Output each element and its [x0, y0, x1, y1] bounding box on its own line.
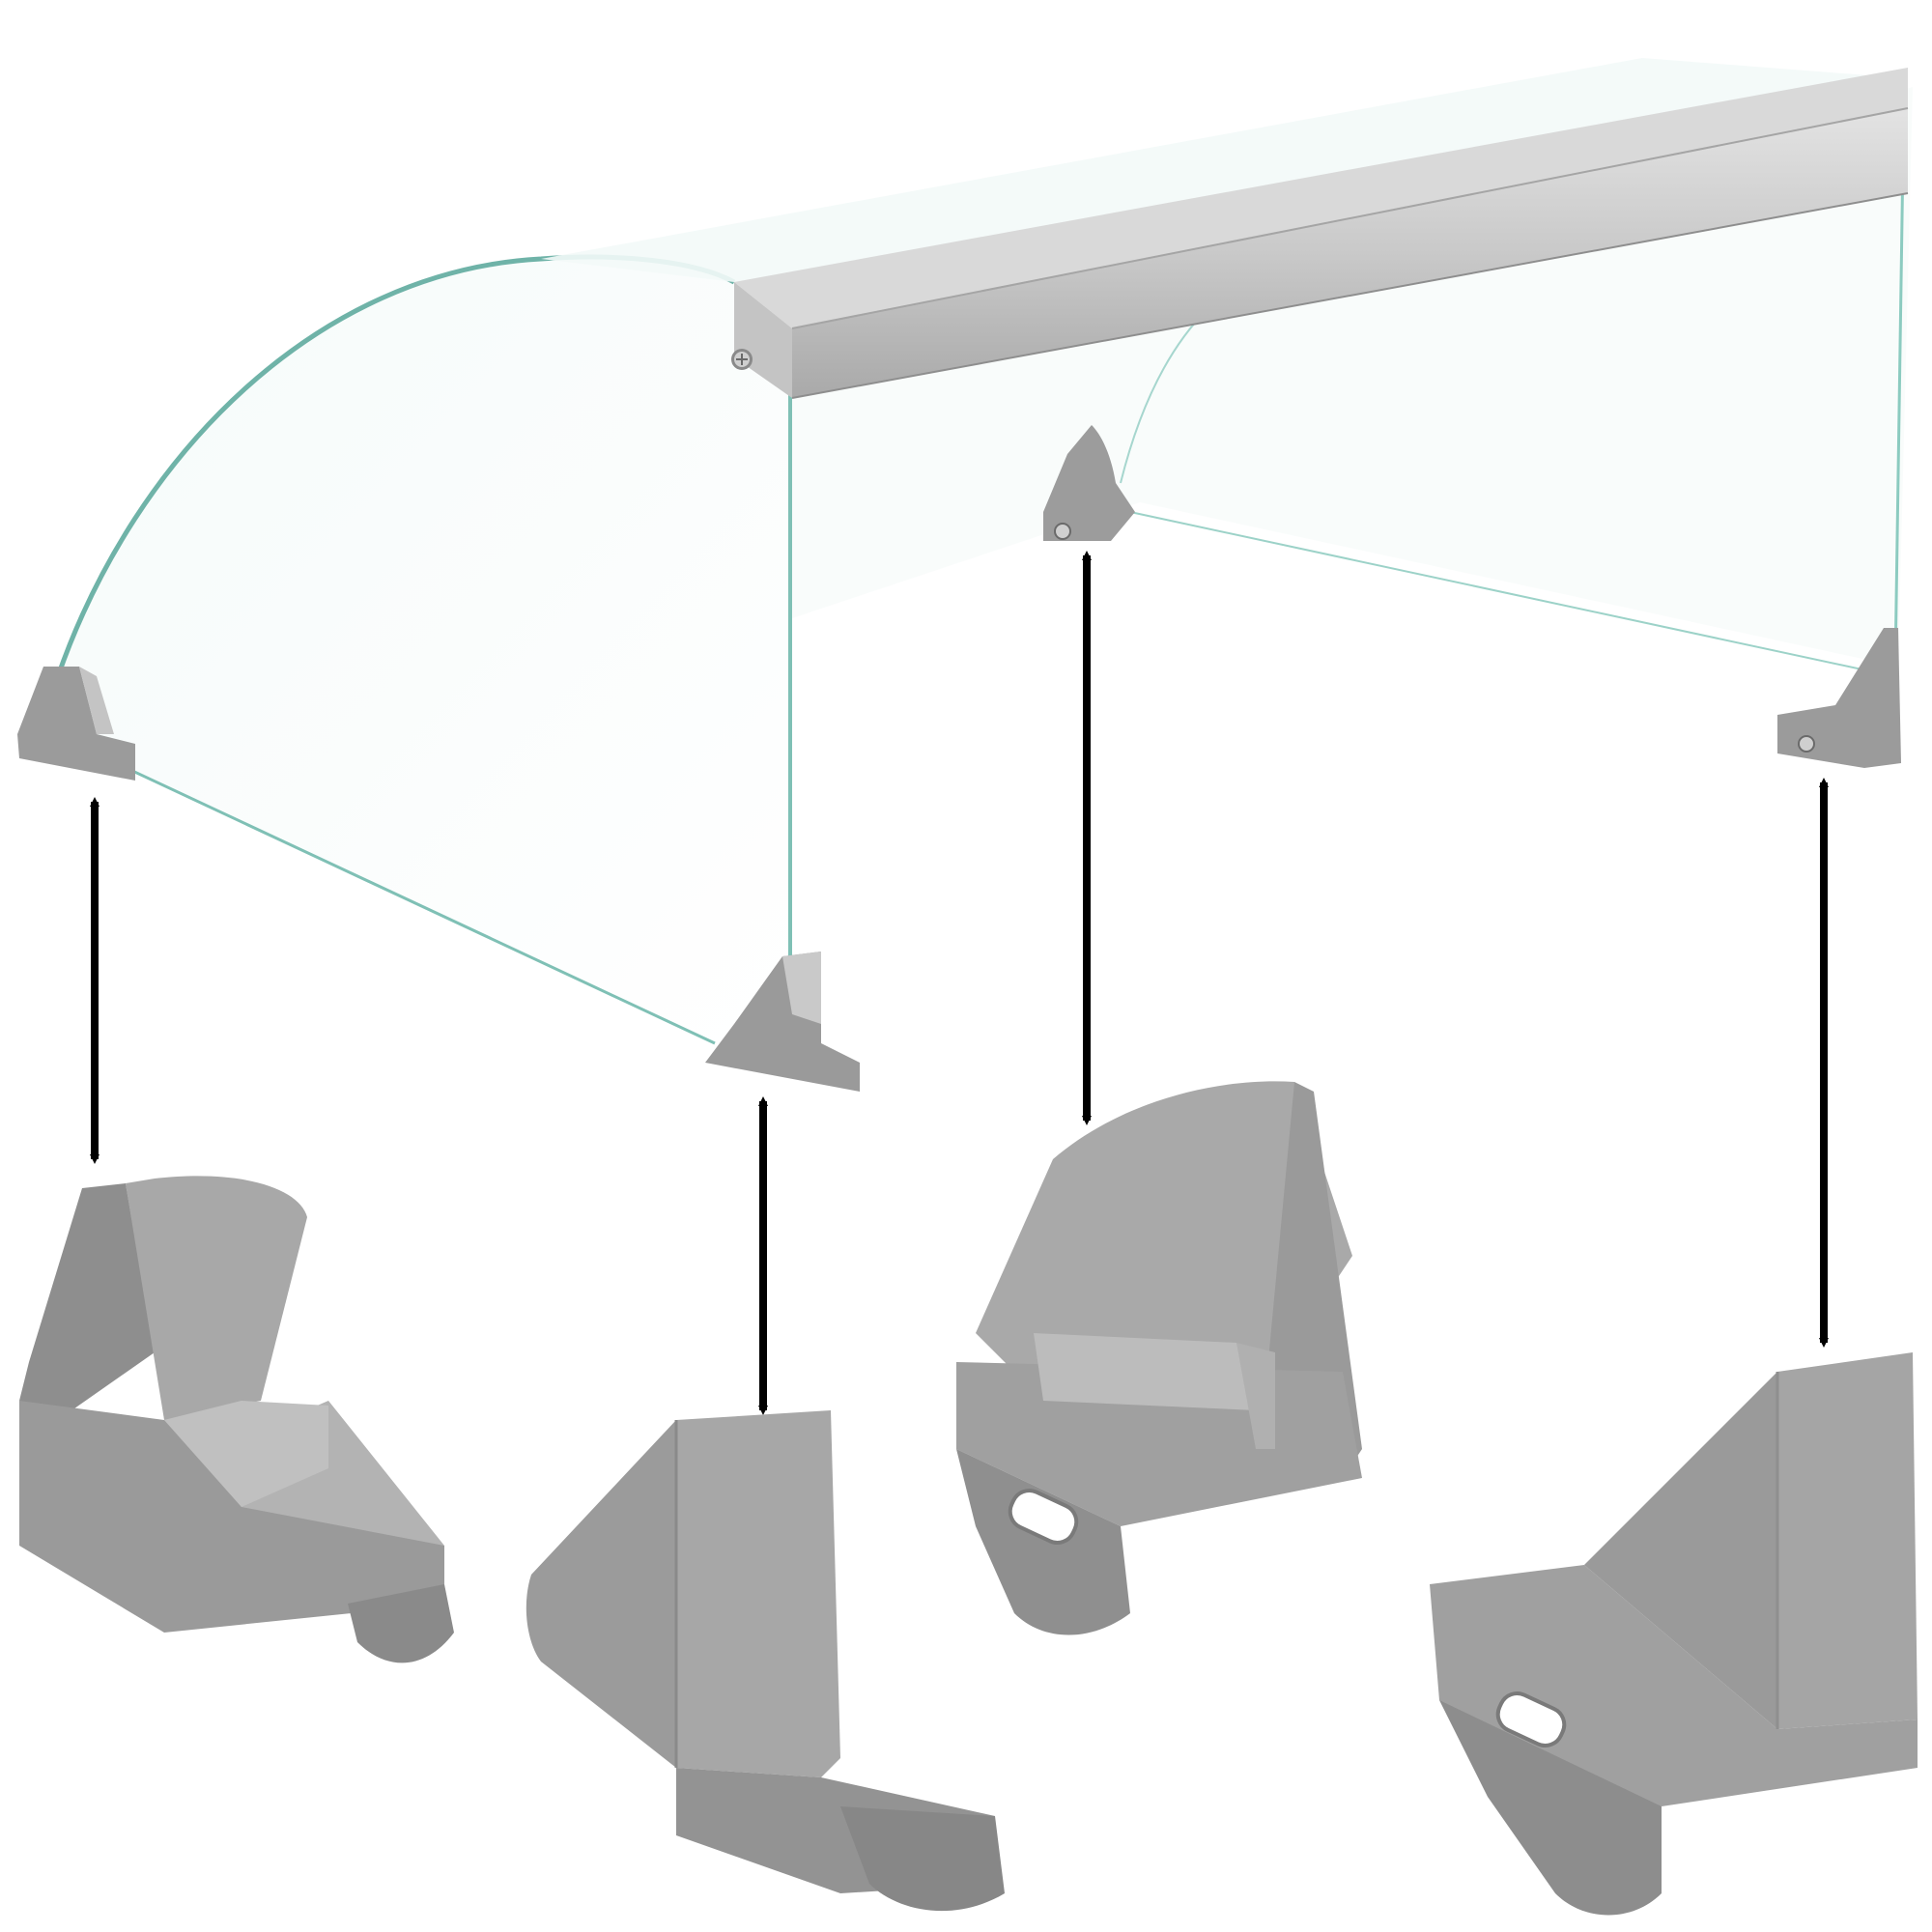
rear-glass-right-edge	[1893, 154, 1905, 668]
glass-bottom-edge	[115, 761, 716, 1045]
attached-bracket-rear-right	[1777, 628, 1901, 768]
bracket-slot	[1008, 1489, 1079, 1545]
screw-icon	[1798, 735, 1815, 753]
callout-arrows	[90, 551, 1829, 1415]
top-glass-panel	[541, 58, 1893, 282]
screw-icon	[1054, 523, 1071, 540]
corner-bracket-icon	[956, 1081, 1362, 1635]
corner-bracket-icon	[1430, 1352, 1918, 1916]
attached-bracket-rear-center	[1043, 425, 1135, 541]
sneeze-guard-assembly	[17, 58, 1913, 1092]
curved-glass-panel	[58, 259, 792, 1043]
corner-bracket-icon	[19, 1176, 454, 1663]
bracket-slot	[1495, 1691, 1567, 1747]
screw-icon	[731, 349, 753, 370]
corner-bracket-icon	[526, 1410, 1005, 1912]
rear-glass-bottom-edge	[1129, 511, 1894, 677]
steel-top-rail	[734, 68, 1909, 399]
attached-bracket-front-left	[17, 667, 135, 781]
attached-bracket-front-center	[705, 952, 860, 1092]
